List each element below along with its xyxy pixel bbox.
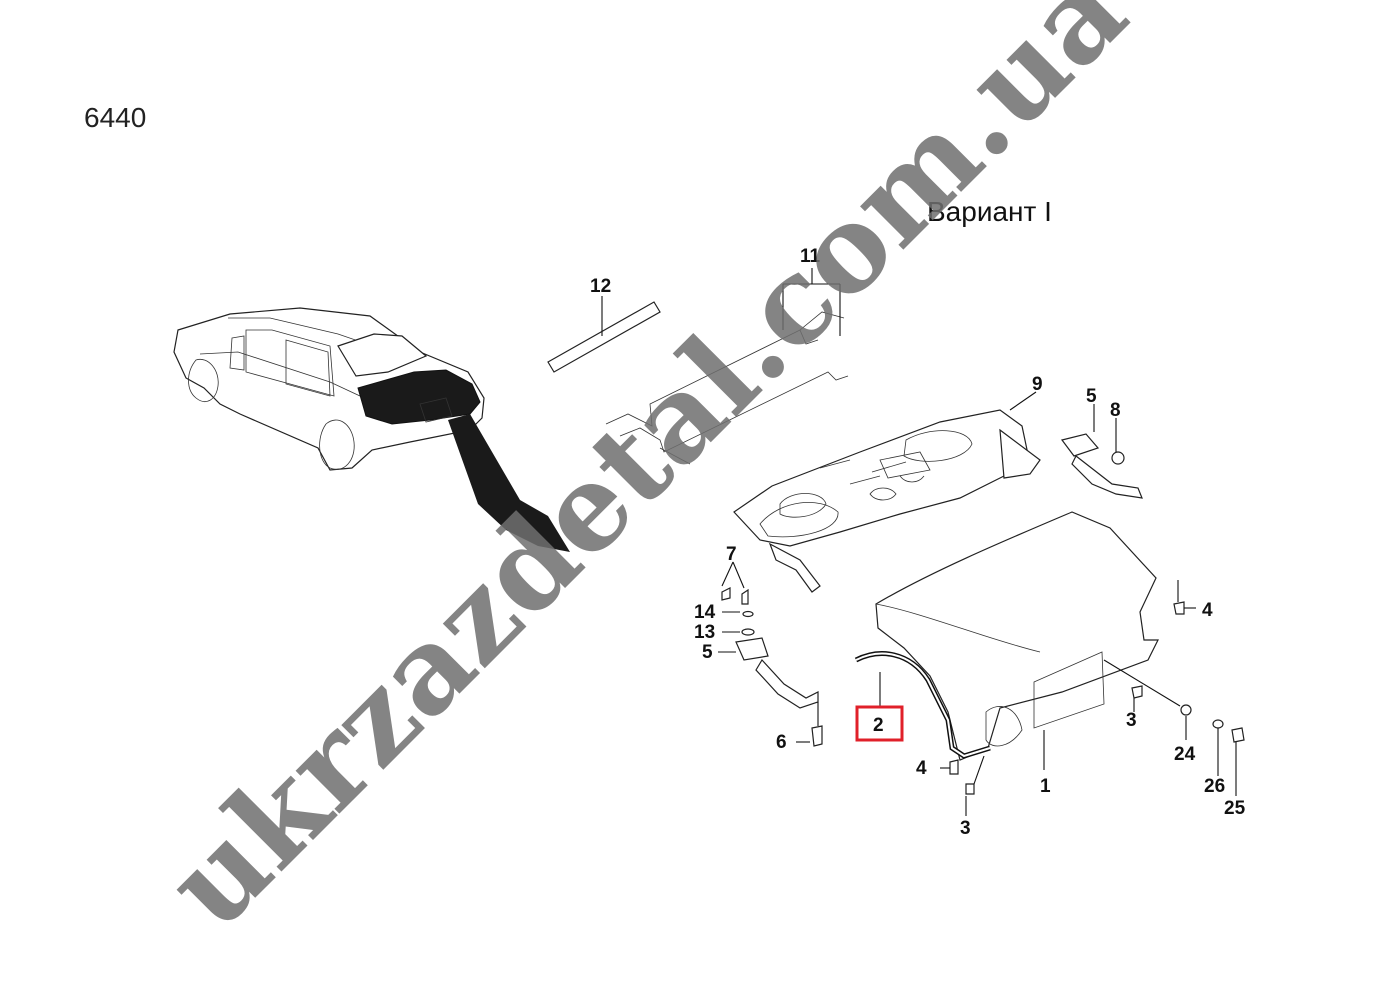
weatherstrip-seal-part-2 — [854, 651, 991, 759]
callout-4-right: 4 — [1202, 600, 1213, 621]
variant-label: Вариант I — [927, 196, 1052, 227]
callout-26: 26 — [1204, 776, 1225, 797]
callout-7: 7 — [726, 544, 737, 565]
callout-24: 24 — [1174, 744, 1196, 765]
right-hinge-assembly — [1060, 404, 1143, 499]
trunk-lid-part-1 — [875, 511, 1159, 770]
callout-11: 11 — [800, 246, 821, 267]
callout-14: 14 — [694, 602, 716, 623]
callout-2: 2 — [873, 715, 884, 736]
callout-13: 13 — [694, 622, 715, 643]
rod-part-12 — [547, 296, 661, 373]
callout-1: 1 — [1040, 776, 1051, 797]
callout-6: 6 — [776, 732, 787, 753]
fasteners — [940, 580, 1245, 816]
car-overview — [173, 307, 570, 552]
callout-5-left: 5 — [702, 642, 713, 663]
highlight-box — [855, 705, 904, 742]
left-hinge-assembly — [718, 561, 823, 747]
callout-labels: 12 11 9 5 8 7 14 13 5 6 4 3 24 26 25 4 1… — [590, 246, 1246, 839]
callout-3-right: 3 — [1126, 710, 1137, 731]
callout-4-left: 4 — [916, 758, 927, 779]
callout-3-left: 3 — [960, 818, 971, 839]
callout-12: 12 — [590, 276, 611, 297]
callout-5-right: 5 — [1086, 386, 1097, 407]
callout-25: 25 — [1224, 798, 1246, 819]
callout-8: 8 — [1110, 400, 1121, 421]
torsion-bars-part-11 — [605, 268, 849, 465]
page-code: 6440 — [84, 102, 147, 133]
callout-9: 9 — [1032, 374, 1043, 395]
rear-shelf-panel-part-9 — [733, 391, 1041, 593]
